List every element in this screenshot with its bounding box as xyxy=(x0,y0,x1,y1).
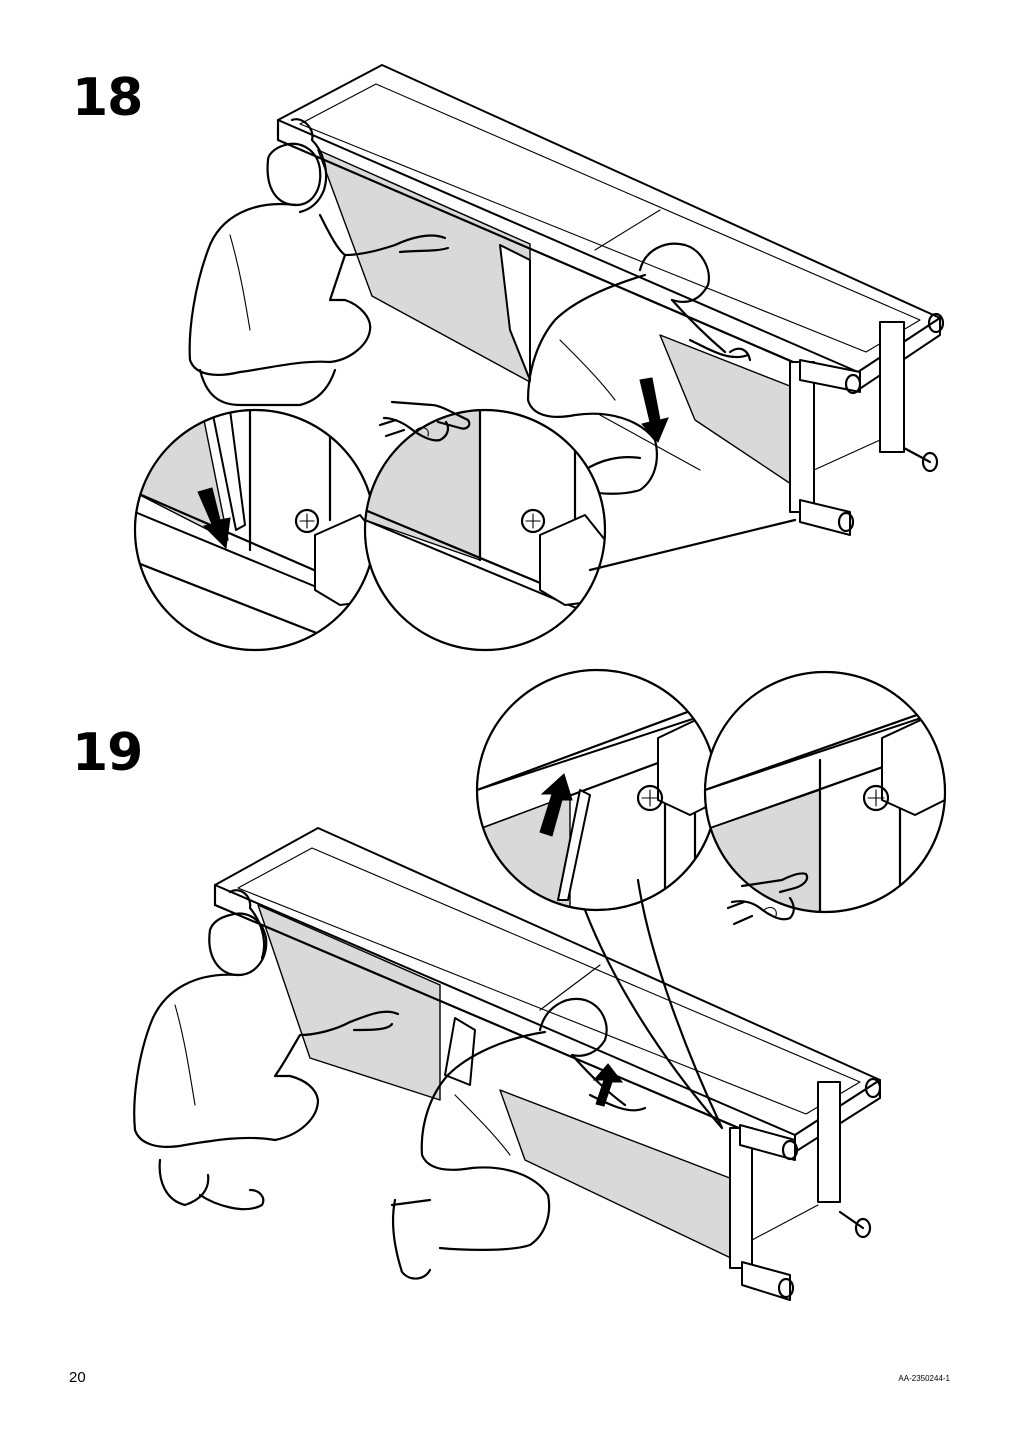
arrow-up-icon xyxy=(592,1063,624,1107)
callout-pointer-18 xyxy=(588,518,797,572)
arrow-down-icon xyxy=(197,487,231,550)
person-left-19 xyxy=(133,889,400,1211)
step-18-illustration xyxy=(133,64,945,652)
step-number-19: 19 xyxy=(72,723,143,783)
bench-frame-19 xyxy=(213,827,882,1301)
bench-frame-18 xyxy=(276,64,945,536)
arrow-down-icon xyxy=(639,377,669,443)
page-number: 20 xyxy=(69,1369,86,1386)
person-right-19 xyxy=(390,997,647,1280)
zoom-callout-3-19 xyxy=(475,668,719,912)
zoom-callout-4-19 xyxy=(703,670,947,914)
document-code: AA-2350244-1 xyxy=(898,1374,950,1383)
step-19-illustration xyxy=(133,668,947,1301)
zoom-callout-1-18 xyxy=(133,408,377,652)
person-left-18 xyxy=(188,118,450,407)
step-number-18: 18 xyxy=(72,68,143,128)
person-right-18 xyxy=(526,242,752,495)
pointing-hand-icon xyxy=(378,400,471,442)
arrow-up-icon xyxy=(539,773,573,837)
pointing-hand-icon xyxy=(726,872,809,926)
zoom-callout-2-18 xyxy=(363,408,607,652)
callout-pointer-19 xyxy=(583,878,724,1130)
